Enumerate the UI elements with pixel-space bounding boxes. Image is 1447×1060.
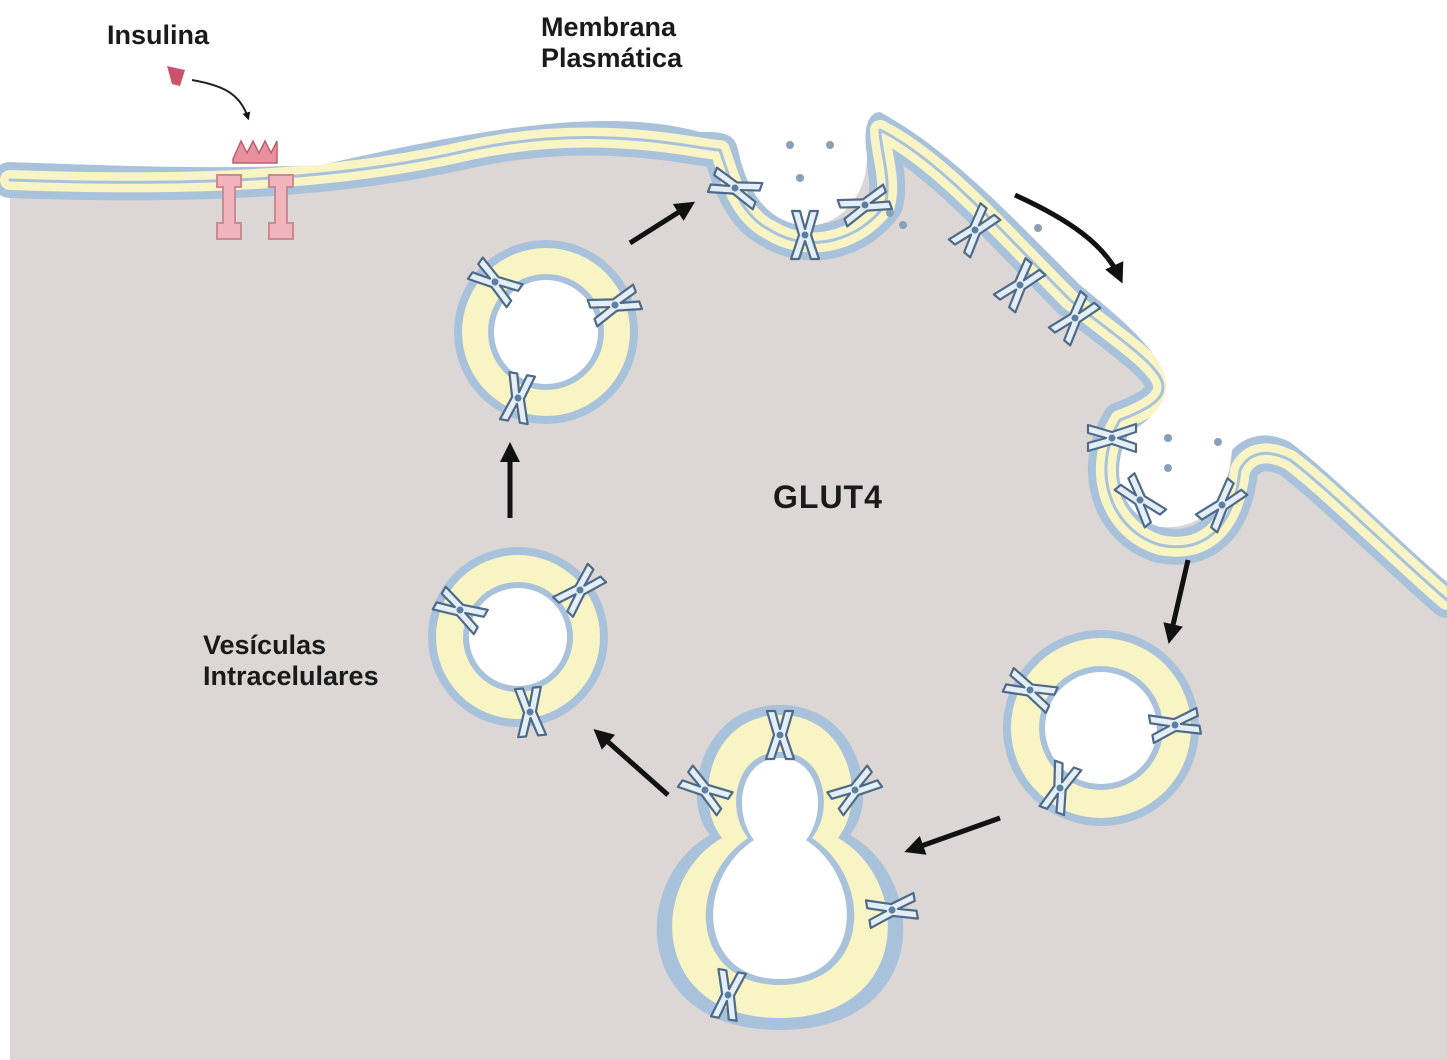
label-glut4: GLUT4 [773,479,883,516]
label-plasma-membrane: Membrana Plasmática [541,12,682,74]
label-membrane-line1: Membrana [541,12,682,43]
label-membrane-line2: Plasmática [541,43,682,74]
label-intracellular-vesicles: Vesículas Intracelulares [203,630,379,692]
label-vesicles-line2: Intracelulares [203,661,379,692]
label-vesicles-line1: Vesículas [203,630,379,661]
label-glut4-text: GLUT4 [773,479,883,516]
label-insulin: Insulina [107,20,209,51]
label-insulin-text: Insulina [107,20,209,51]
